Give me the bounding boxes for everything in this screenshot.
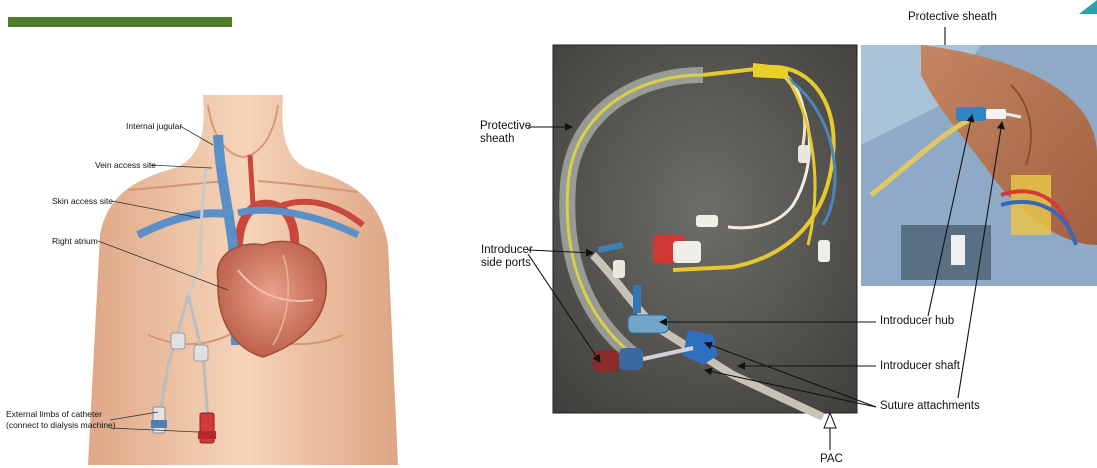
right-leader-lines — [0, 0, 1097, 468]
